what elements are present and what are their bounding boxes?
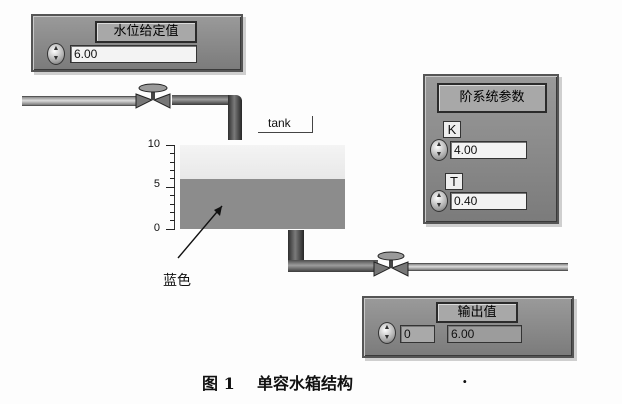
tank-label-text: tank (268, 116, 291, 130)
k-value-field[interactable]: 4.00 (450, 141, 527, 159)
scale-tick-mark (170, 170, 175, 171)
scale-tick-mark (166, 229, 175, 230)
annotation-label: 蓝色 (163, 273, 191, 289)
scale-tick-mark (170, 195, 175, 196)
outlet-valve-icon[interactable] (370, 250, 414, 280)
tank-water-level (180, 179, 345, 229)
scale-tick-mark (170, 204, 175, 205)
t-label: T (445, 173, 463, 190)
inlet-pipe-dark (172, 95, 232, 105)
scale-tick-mark (166, 187, 175, 188)
outlet-pipe (408, 263, 568, 271)
t-stepper[interactable]: ▲▼ (430, 190, 448, 212)
scale-tick-mark (170, 178, 175, 179)
output-title: 输出值 (436, 302, 518, 323)
k-label: K (443, 121, 461, 138)
setpoint-value-field[interactable]: 6.00 (70, 45, 197, 63)
output-value-field: 6.00 (447, 325, 522, 343)
parameters-title: 阶系统参数 (437, 83, 547, 113)
scale-tick-mark (170, 212, 175, 213)
scale-tick-mark (170, 153, 175, 154)
scale-tick-0: 0 (153, 222, 160, 234)
k-stepper[interactable]: ▲▼ (430, 139, 448, 161)
tank-empty-region (180, 145, 345, 179)
inlet-pipe-elbow (228, 95, 242, 140)
setpoint-title: 水位给定值 (95, 21, 197, 43)
figure-caption: 图 1 单容水箱结构 (202, 374, 353, 393)
caption-dot: . (462, 368, 468, 387)
setpoint-stepper[interactable]: ▲▼ (47, 43, 65, 65)
scale-tick-10: 10 (147, 138, 160, 150)
scale-tick-5: 5 (153, 178, 160, 190)
output-panel: 输出值 ▲▼ 0 6.00 (362, 296, 574, 358)
tank-label: tank (258, 116, 313, 133)
setpoint-panel: 水位给定值 ▲▼ 6.00 (31, 14, 243, 72)
inlet-valve-icon[interactable] (132, 82, 178, 112)
parameters-panel: 阶系统参数 K ▲▼ 4.00 T ▲▼ 0.40 (423, 74, 559, 224)
inlet-pipe (22, 96, 140, 106)
annotation-arrow-icon (177, 205, 223, 259)
scale-tick-mark (166, 145, 175, 146)
scale-tick-mark (170, 220, 175, 221)
output-stepper[interactable]: ▲▼ (378, 322, 396, 344)
scale-tick-mark (170, 162, 175, 163)
outlet-pipe-dark (288, 260, 378, 272)
t-value-field[interactable]: 0.40 (450, 192, 527, 210)
output-stepper-field[interactable]: 0 (400, 325, 435, 343)
